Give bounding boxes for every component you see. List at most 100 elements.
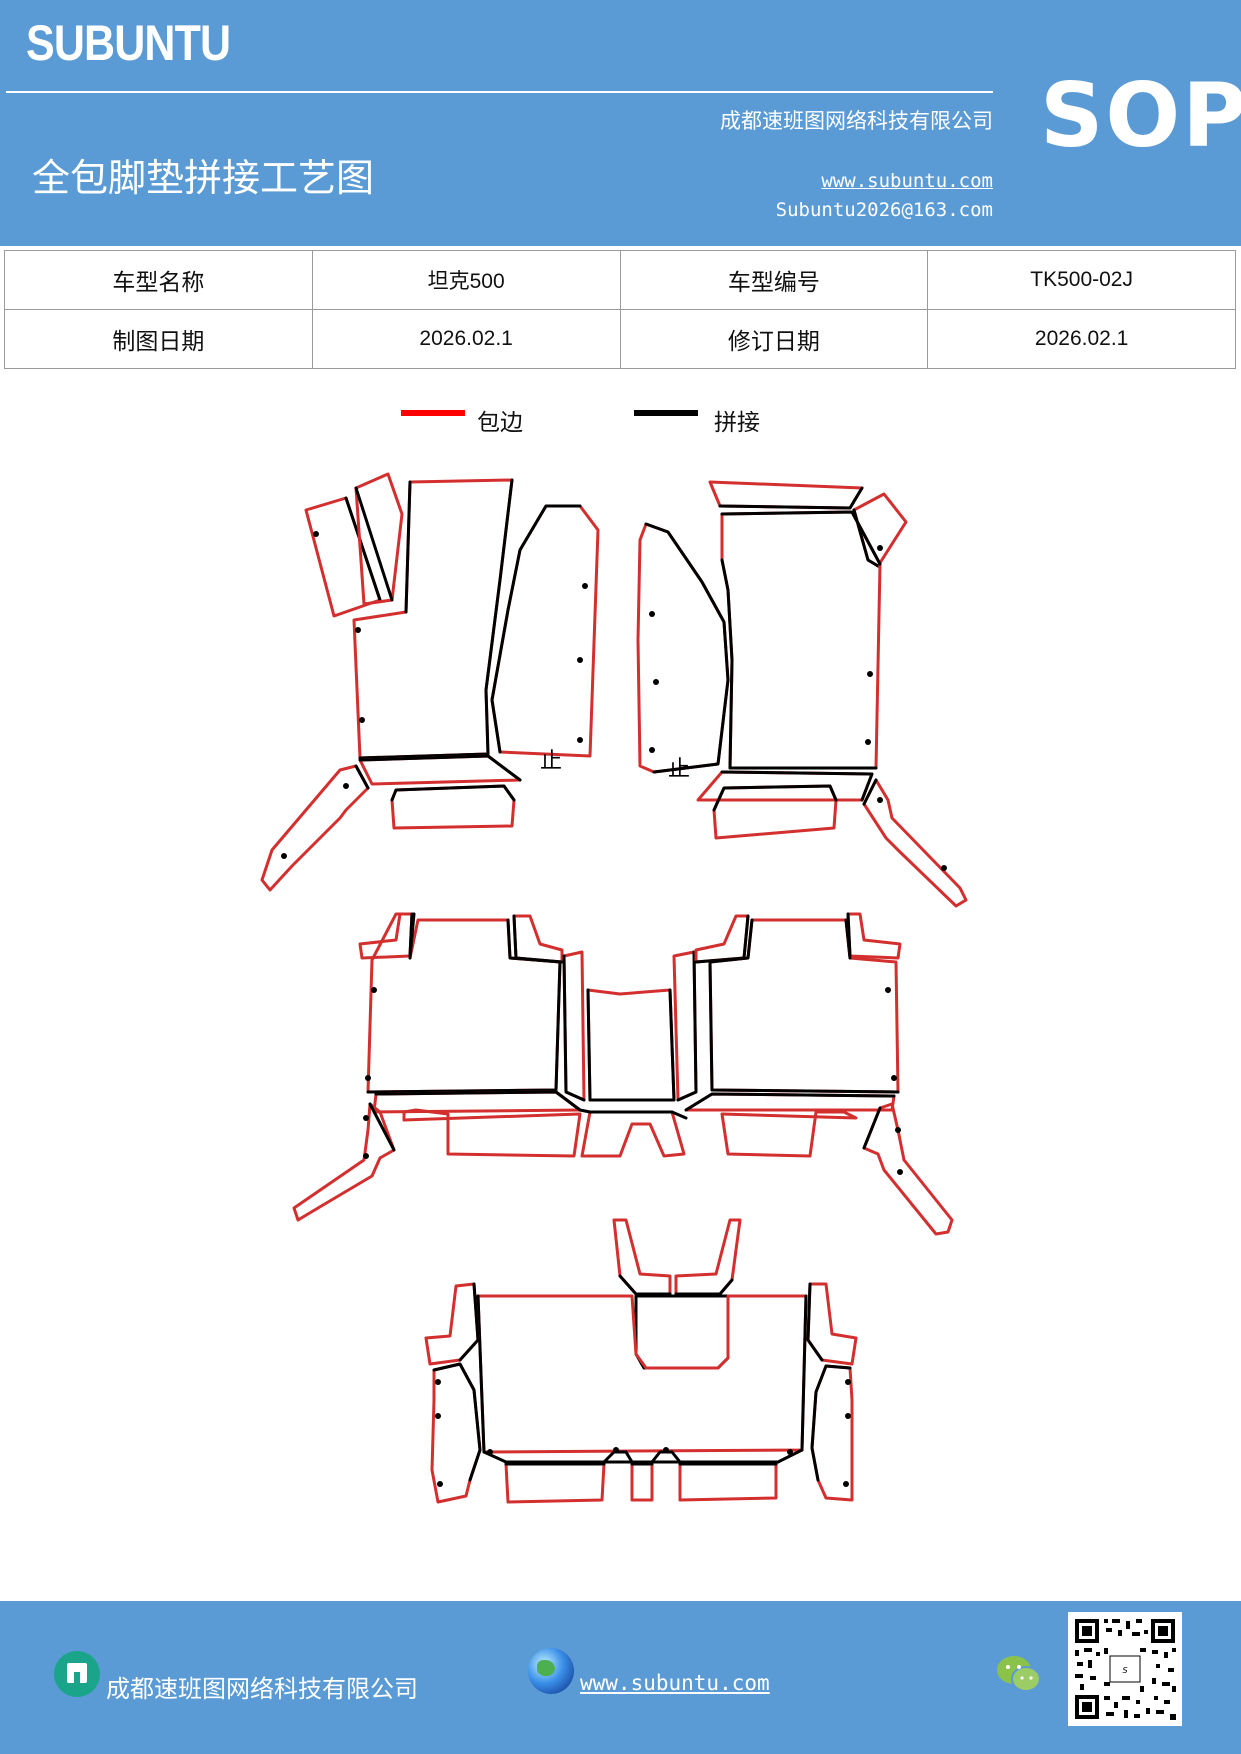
fr-inner-panel: [636, 522, 730, 774]
sr-right-main-mat-joint: [708, 918, 900, 1094]
legend-edge-swatch: [401, 410, 465, 416]
second-row-mat-group: [292, 912, 954, 1236]
fr-top-strip-joint: [718, 486, 864, 510]
fl-upper-flap-joint: [354, 486, 394, 602]
sr-center-heel-pad: [580, 1110, 686, 1158]
brand-logo: SUBUNTU: [26, 15, 231, 71]
table-row: 制图日期 2026.02.1 修订日期 2026.02.1: [4, 309, 1236, 369]
sr-right-sill-strip: [862, 1102, 954, 1236]
sr-left-side-pillar-joint: [562, 954, 586, 1102]
footer-company-name: 成都速班图网络科技有限公司: [106, 1675, 418, 1703]
front-left-mat-group: 止: [260, 472, 600, 892]
legend-edge-label: 包边: [477, 410, 523, 436]
fl-main-mat-joint: [358, 478, 514, 760]
sr-right-notch: [694, 914, 750, 964]
sr-left-bottom-strip-joint: [374, 1090, 582, 1112]
tr-rivet-points: [435, 1379, 851, 1487]
tr-bottom-pad-center: [630, 1462, 654, 1502]
tr-center-top-right-joint: [674, 1278, 734, 1296]
sr-left-notch: [512, 914, 564, 964]
vehicle-info-table: 车型名称 坦克500 车型编号 TK500-02J 制图日期 2026.02.1…: [4, 250, 1236, 369]
sr-left-heel-pad: [402, 1108, 582, 1158]
header-banner: SUBUNTU SOP 成都速班图网络科技有限公司 全包脚垫拼接工艺图 www.…: [0, 0, 1241, 246]
fl-inner-panel: [490, 504, 600, 758]
fl-upper-flap: [354, 472, 404, 606]
header-email: Subuntu2026@163.com: [775, 199, 993, 221]
label-draw-date: 制图日期: [4, 309, 313, 369]
label-revision-date: 修订日期: [619, 309, 929, 369]
sr-left-sill-strip: [292, 1102, 396, 1222]
tr-right-top-tab-joint: [806, 1282, 824, 1362]
fl-bottom-strip-joint: [358, 754, 522, 782]
sr-left-top-tab-joint: [408, 912, 414, 958]
tr-left-side-panel-joint: [432, 1362, 482, 1482]
sr-right-side-pillar-joint: [676, 950, 698, 1102]
label-model-name: 车型名称: [4, 250, 313, 310]
tr-center-top-left-joint: [618, 1274, 672, 1296]
svg-text:S: S: [1122, 1666, 1127, 1675]
sr-right-notch-joint: [694, 914, 750, 964]
tr-left-top-tab-joint: [458, 1282, 480, 1362]
sr-right-top-tab-joint: [846, 912, 852, 958]
footer-website-link[interactable]: www.subuntu.com: [580, 1671, 770, 1695]
value-revision-date: 2026.02.1: [927, 309, 1236, 369]
legend-joint-label: 拼接: [714, 410, 760, 436]
fr-heel-pad: [712, 784, 838, 840]
sr-left-notch-joint: [512, 914, 564, 964]
sr-center-bottom-joint: [578, 1108, 688, 1120]
table-row: 车型名称 坦克500 车型编号 TK500-02J: [4, 250, 1236, 310]
legend-joint-swatch: [634, 410, 698, 416]
document-title: 全包脚垫拼接工艺图: [32, 156, 375, 200]
fl-heel-pad-joint: [390, 784, 516, 802]
tr-right-side-panel-joint: [810, 1364, 852, 1482]
tr-bottom-pad-left: [504, 1462, 606, 1504]
fl-side-panel-joint: [344, 496, 382, 602]
qr-code: S: [1068, 1612, 1182, 1726]
fr-top-strip: [708, 480, 864, 510]
value-model-name: 坦克500: [311, 250, 621, 310]
floor-mat-splice-diagram: 止 止: [260, 472, 968, 1504]
tr-bottom-pad-right: [678, 1462, 778, 1502]
header-website-link[interactable]: www.subuntu.com: [821, 170, 993, 192]
fl-inner-panel-joint: [490, 504, 582, 754]
value-model-code: TK500-02J: [927, 250, 1236, 310]
value-draw-date: 2026.02.1: [311, 309, 621, 369]
footer-banner: 成都速班图网络科技有限公司 www.subuntu.com S: [0, 1601, 1241, 1754]
header-divider: [6, 91, 993, 93]
tr-center-top-left: [612, 1218, 672, 1296]
label-model-code: 车型编号: [619, 250, 929, 310]
fl-side-panel: [304, 496, 382, 618]
sr-right-heel-pad: [720, 1110, 858, 1158]
fr-main-mat-joint: [720, 510, 882, 770]
fl-rivet-points: [281, 531, 588, 859]
fr-bottom-strip-joint: [720, 770, 874, 802]
header-company-name: 成都速班图网络科技有限公司: [720, 109, 993, 133]
sr-right-sill-strip-joint: [862, 1106, 882, 1150]
globe-icon: [528, 1648, 574, 1694]
sr-center-mat-joint: [586, 988, 676, 1102]
tr-center-mat: [634, 1294, 730, 1370]
fr-heel-pad-joint: [712, 784, 838, 812]
fl-heel-pad: [390, 784, 516, 830]
sr-right-side-pillar: [672, 950, 698, 1102]
fr-main-mat: [720, 510, 882, 770]
sr-right-top-tab: [846, 912, 902, 960]
wechat-icon[interactable]: [996, 1653, 1042, 1695]
tr-bottom-notch-joint: [482, 1448, 804, 1464]
sr-right-main-mat: [708, 918, 900, 1094]
sop-badge: SOP: [1040, 64, 1241, 167]
fl-stop-mark: 止: [540, 749, 562, 774]
sr-center-mat: [586, 988, 676, 1102]
fl-sill-strip-joint: [354, 764, 370, 790]
fr-sill-strip: [862, 778, 968, 908]
fr-sill-strip-joint: [862, 778, 878, 806]
fl-sill-strip: [260, 764, 370, 892]
fr-stop-mark: 止: [668, 757, 690, 782]
third-row-mat-group: [424, 1218, 858, 1504]
sr-right-bottom-strip-joint: [684, 1092, 896, 1112]
sr-left-sill-strip-joint: [368, 1102, 396, 1152]
building-icon: [54, 1651, 100, 1697]
front-right-mat-group: 止: [636, 480, 968, 908]
fr-rivet-points: [649, 545, 947, 871]
sr-rivet-points: [363, 987, 903, 1175]
